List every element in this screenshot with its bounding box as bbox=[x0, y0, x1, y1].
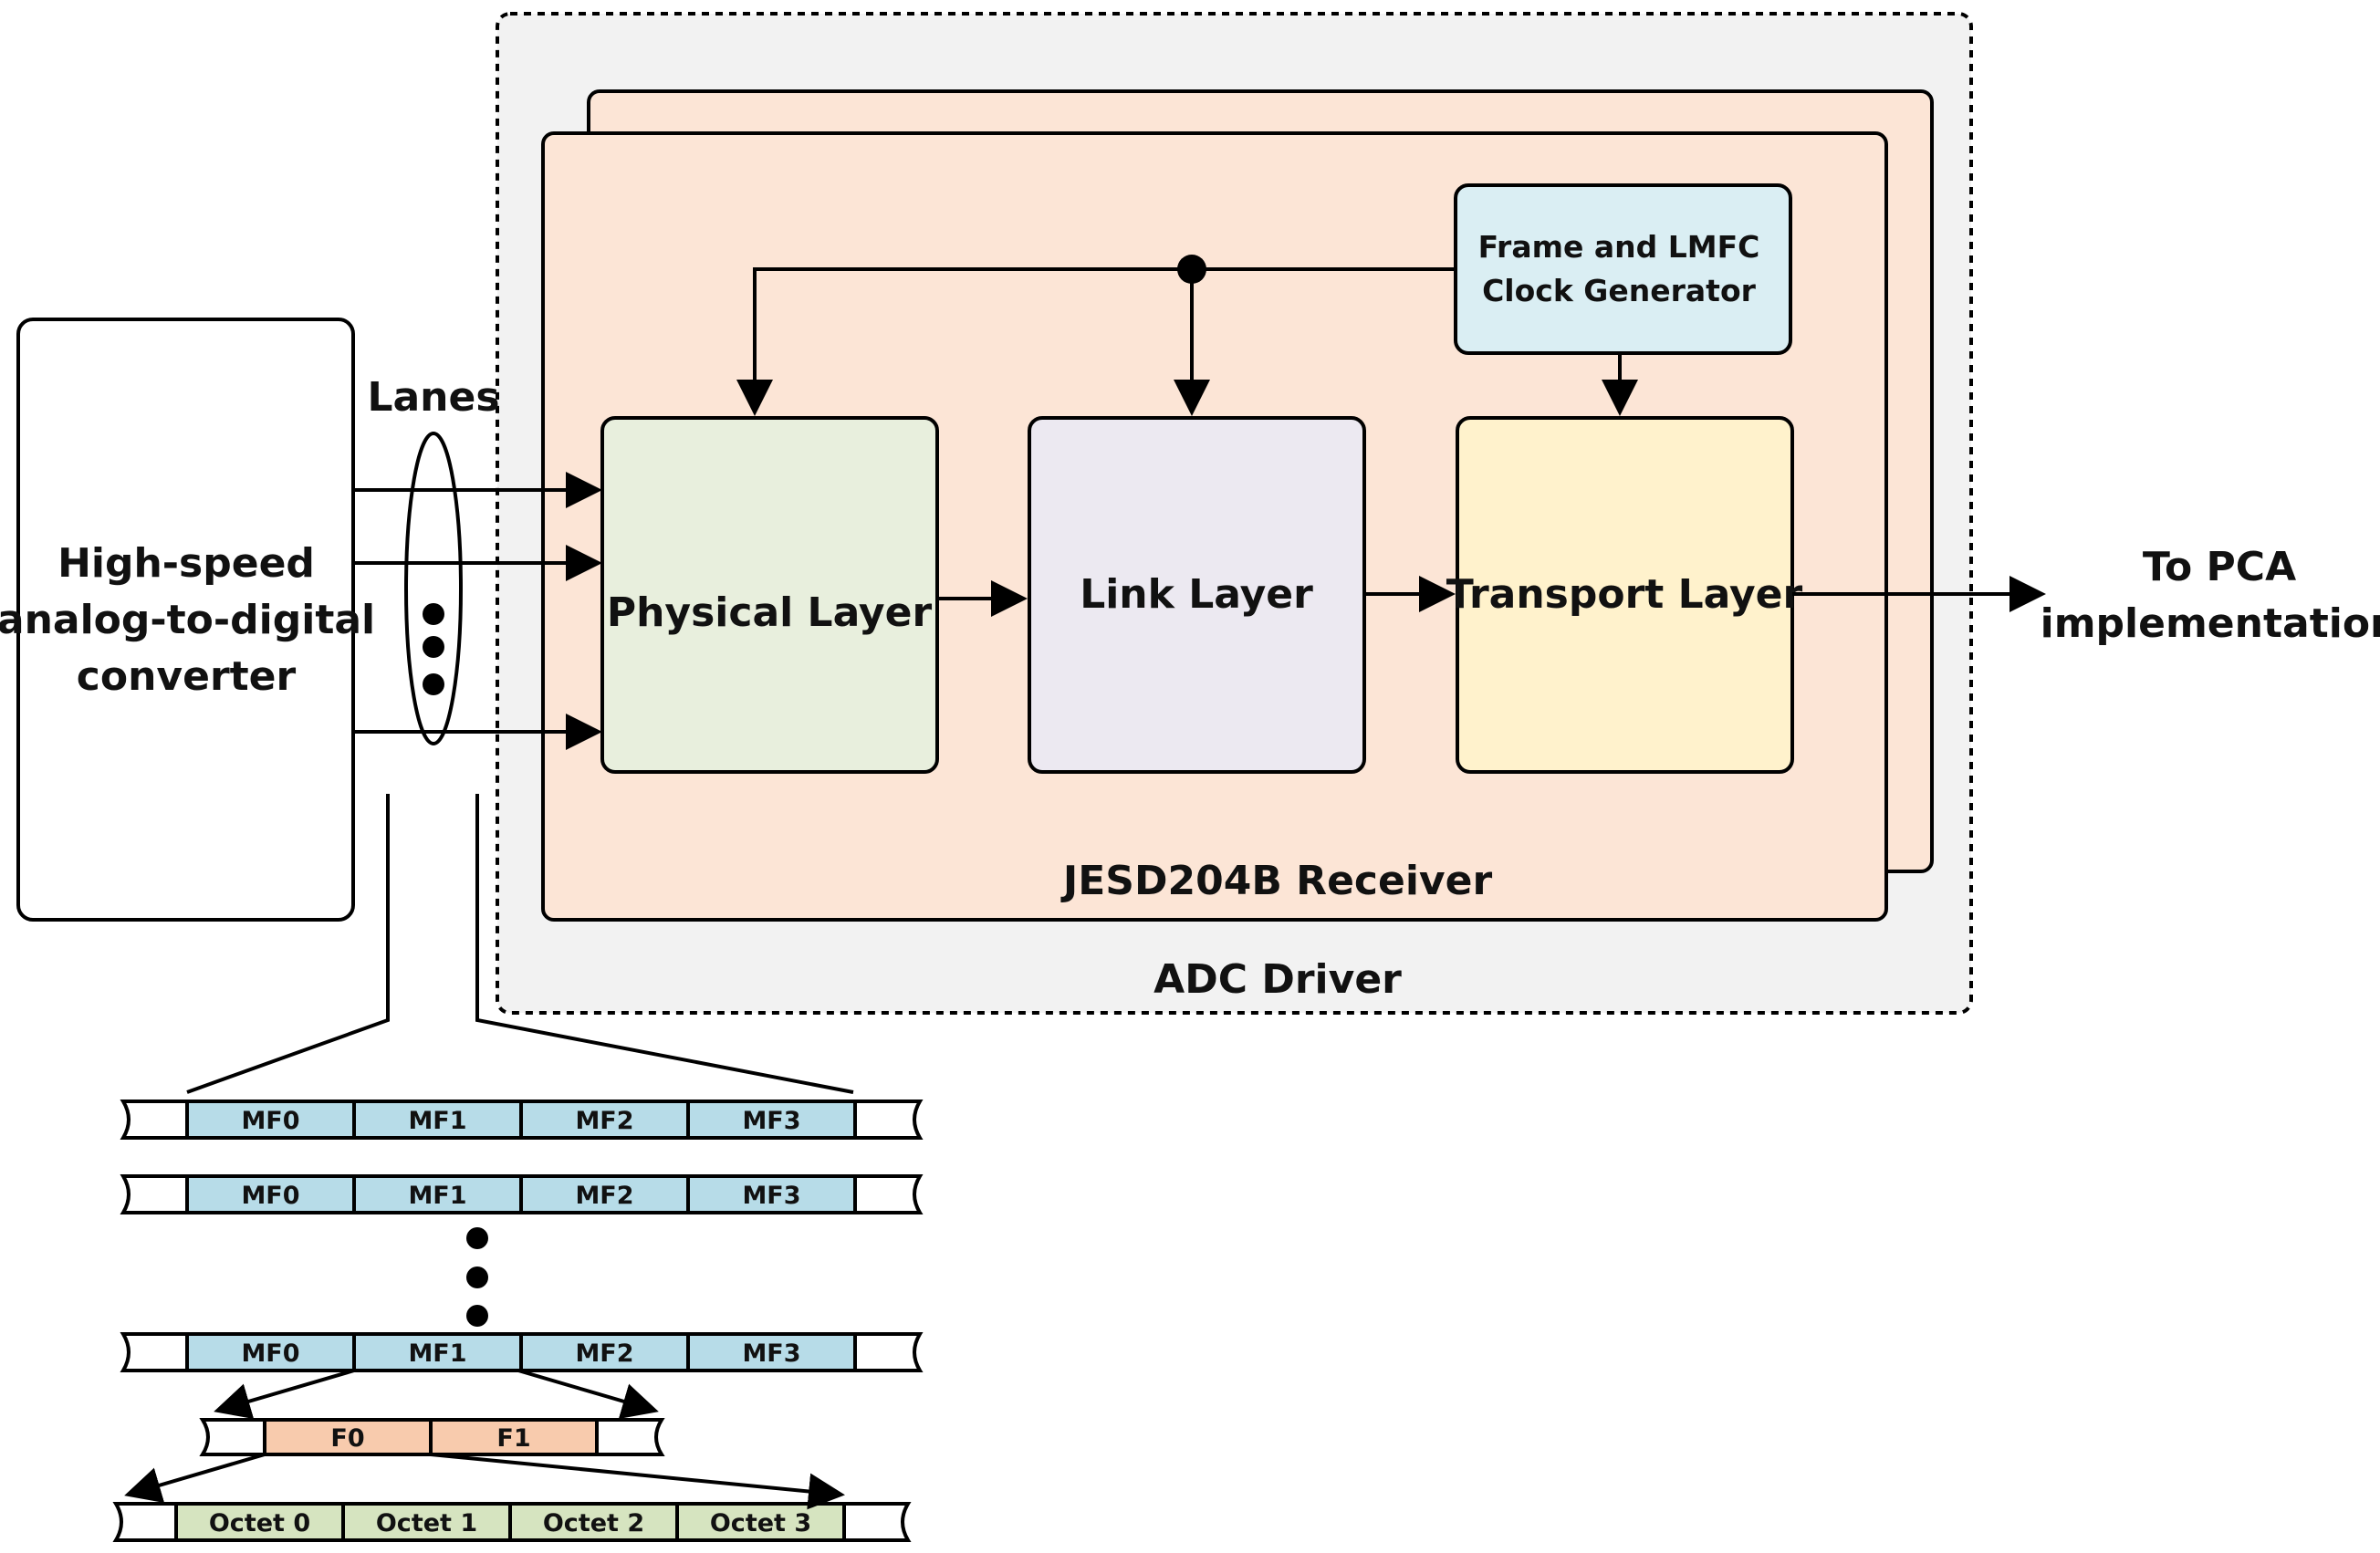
frame-row-label-1: F1 bbox=[496, 1424, 530, 1453]
multiframe-row-1-label-1: MF1 bbox=[408, 1107, 466, 1135]
multiframe-row-1-label-0: MF0 bbox=[241, 1107, 299, 1135]
lanes-ellipse bbox=[404, 432, 463, 745]
multiframe-row-1-label-2: MF2 bbox=[575, 1107, 633, 1135]
frame-to-octet3-arrow bbox=[430, 1453, 845, 1510]
frame-row-cell-1 bbox=[429, 1418, 599, 1456]
output-label-line1: To PCA bbox=[2143, 544, 2296, 590]
zoom-line-left bbox=[186, 794, 390, 1094]
output-label-line2: implementation bbox=[2041, 600, 2380, 647]
multiframe-row-1-cell-2 bbox=[519, 1100, 690, 1140]
multiframe-row-2-label-1: MF1 bbox=[408, 1182, 466, 1210]
multiframe-row-2: MF0 MF1 MF2 MF3 bbox=[120, 1174, 924, 1214]
mf-dot-1 bbox=[466, 1227, 488, 1249]
adc-label-line3: converter bbox=[77, 653, 297, 700]
frame-to-octet0-arrow bbox=[124, 1453, 266, 1504]
transport-layer-label: Transport Layer bbox=[1446, 571, 1803, 618]
multiframe-row-2-cell-3 bbox=[686, 1174, 857, 1214]
multiframe-row-2-label-3: MF3 bbox=[742, 1182, 800, 1210]
multiframe-row-3-label-1: MF1 bbox=[408, 1339, 466, 1368]
octet-row-label-3: Octet 3 bbox=[710, 1509, 811, 1537]
frame-row-cell-0 bbox=[263, 1418, 433, 1456]
multiframe-row-3-label-2: MF2 bbox=[575, 1339, 633, 1368]
lanes-dot-2 bbox=[423, 636, 444, 658]
physical-layer-box bbox=[600, 416, 939, 774]
receiver-label: JESD204B Receiver bbox=[1060, 858, 1493, 904]
multiframe-row-1-cell-3 bbox=[686, 1100, 857, 1140]
multiframe-row-3-label-0: MF0 bbox=[241, 1339, 299, 1368]
frame-row: F0 F1 bbox=[199, 1418, 665, 1456]
frame-row-label-0: F0 bbox=[330, 1424, 364, 1453]
multiframe-row-3-cell-0 bbox=[185, 1332, 356, 1372]
octet-row-cell-1 bbox=[341, 1502, 512, 1542]
link-layer-label: Link Layer bbox=[1080, 571, 1313, 618]
mf-dot-2 bbox=[466, 1266, 488, 1288]
multiframe-row-2-label-0: MF0 bbox=[241, 1182, 299, 1210]
multiframe-row-1-label-3: MF3 bbox=[742, 1107, 800, 1135]
clock-generator-box bbox=[1454, 183, 1792, 355]
multiframe-row-3-cell-1 bbox=[352, 1332, 523, 1372]
mf-dot-3 bbox=[466, 1305, 488, 1327]
clock-generator-line1: Frame and LMFC bbox=[1478, 229, 1760, 265]
octet-row: Octet 0 Octet 1 Octet 2 Octet 3 bbox=[112, 1502, 912, 1542]
multiframe-row-2-label-2: MF2 bbox=[575, 1182, 633, 1210]
clock-generator-line2: Clock Generator bbox=[1482, 273, 1757, 308]
octet-row-label-1: Octet 1 bbox=[376, 1509, 477, 1537]
multiframe-row-1-cell-1 bbox=[352, 1100, 523, 1140]
multiframe-row-2-cell-0 bbox=[185, 1174, 356, 1214]
multiframe-row-1-cell-0 bbox=[185, 1100, 356, 1140]
mf-to-f1-arrow bbox=[517, 1369, 659, 1420]
zoom-line-right bbox=[475, 794, 854, 1094]
adc-box bbox=[16, 318, 355, 922]
multiframe-row-3-label-3: MF3 bbox=[742, 1339, 800, 1368]
octet-row-label-0: Octet 0 bbox=[209, 1509, 310, 1537]
multiframe-row-3: MF0 MF1 MF2 MF3 bbox=[120, 1332, 924, 1372]
multiframe-row-1: MF0 MF1 MF2 MF3 bbox=[120, 1100, 924, 1140]
lanes-dot-1 bbox=[423, 603, 444, 625]
physical-layer-label: Physical Layer bbox=[607, 589, 933, 636]
adc-label-line1: High-speed bbox=[57, 540, 315, 587]
octet-row-label-2: Octet 2 bbox=[543, 1509, 644, 1537]
lanes-label: Lanes bbox=[367, 374, 499, 421]
adc-driver-label: ADC Driver bbox=[1153, 956, 1402, 1003]
adc-label-line2: analog-to-digital bbox=[0, 597, 375, 643]
octet-row-cell-3 bbox=[675, 1502, 846, 1542]
lanes-dot-3 bbox=[423, 673, 444, 695]
mf-to-f0-arrow bbox=[214, 1369, 355, 1420]
multiframe-row-3-cell-3 bbox=[686, 1332, 857, 1372]
